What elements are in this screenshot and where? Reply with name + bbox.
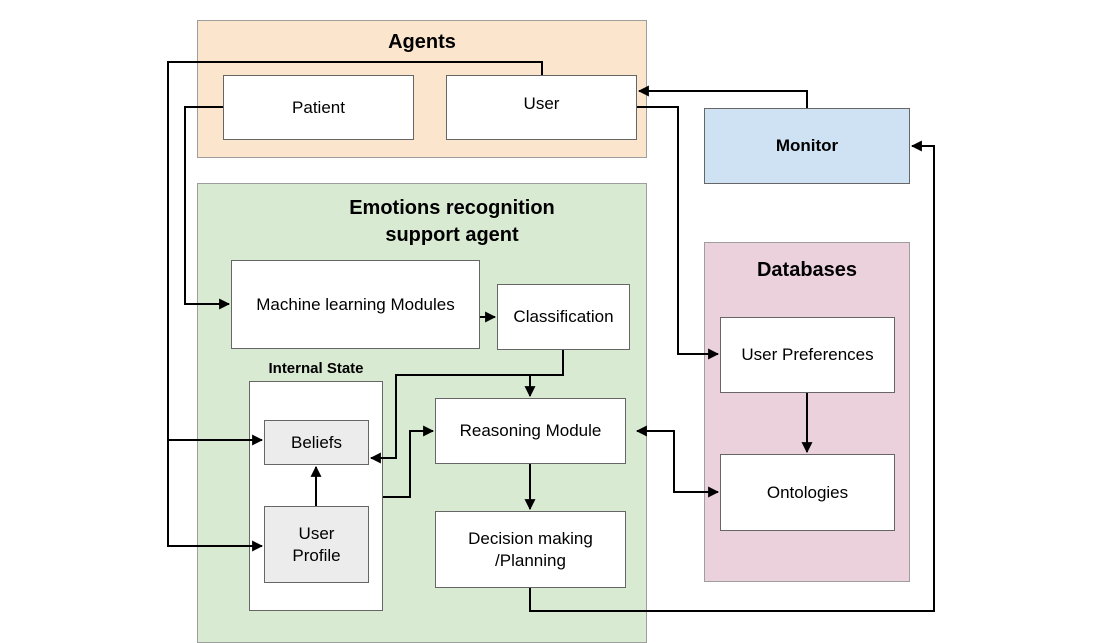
user-profile-box: User Profile (264, 506, 369, 583)
classification-box: Classification (497, 284, 630, 350)
reasoning-ontologies-link (635, 425, 720, 498)
emotions-agent-title: Emotions recognition support agent (197, 195, 707, 249)
ml-modules-box: Machine learning Modules (231, 260, 480, 349)
beliefs-box: Beliefs (264, 420, 369, 465)
decision-making-box: Decision making /Planning (435, 511, 626, 588)
user-to-internal-state-line (167, 61, 543, 552)
user-profile-line1: User (298, 523, 335, 543)
decision-to-monitor-arrow (529, 140, 935, 612)
user-profile-line2: Profile (292, 545, 341, 565)
classification-to-beliefs-arrow (369, 374, 563, 464)
patient-to-ml-arrow (184, 106, 231, 310)
agents-title: Agents (388, 31, 456, 53)
user-to-preferences-arrow (637, 106, 720, 360)
emotions-agent-title-line2: support agent (385, 224, 519, 246)
emotions-agent-title-line1: Emotions recognition (349, 197, 555, 219)
monitor-to-user-arrow (637, 85, 808, 108)
reasoning-module-box: Reasoning Module (435, 398, 626, 464)
decision-making-line2: /Planning (495, 550, 566, 570)
decision-making-line1: Decision making (468, 528, 593, 548)
databases-title: Databases (756, 259, 858, 281)
user-box: User (446, 75, 637, 140)
classification-to-reasoning-arrow (524, 350, 564, 398)
ontologies-box: Ontologies (720, 454, 895, 531)
internal-state-title: Internal State (268, 360, 364, 377)
internal-state-to-reasoning-arrow (383, 425, 435, 498)
user-preferences-box: User Preferences (720, 317, 895, 393)
patient-box: Patient (223, 75, 414, 140)
monitor-box: Monitor (704, 108, 910, 184)
